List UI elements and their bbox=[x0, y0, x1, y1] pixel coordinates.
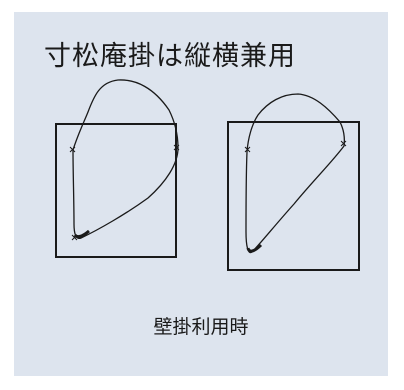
right-board-frame bbox=[227, 121, 360, 271]
right-hanging-cord bbox=[245, 93, 346, 254]
left-cord-end bbox=[73, 229, 90, 239]
left-hanging-cord bbox=[72, 79, 179, 240]
wall-hanging-figure bbox=[55, 79, 360, 271]
page-title: 寸松庵掛は縦横兼用 bbox=[44, 41, 296, 72]
left-pin-marks bbox=[69, 144, 180, 241]
right-pin-marks bbox=[244, 140, 347, 153]
illustration-panel: 寸松庵掛は縦横兼用 壁掛利用時 bbox=[14, 12, 388, 376]
left-board-frame bbox=[55, 123, 177, 258]
figure-caption: 壁掛利用時 bbox=[153, 316, 249, 338]
right-cord-end bbox=[246, 243, 263, 253]
